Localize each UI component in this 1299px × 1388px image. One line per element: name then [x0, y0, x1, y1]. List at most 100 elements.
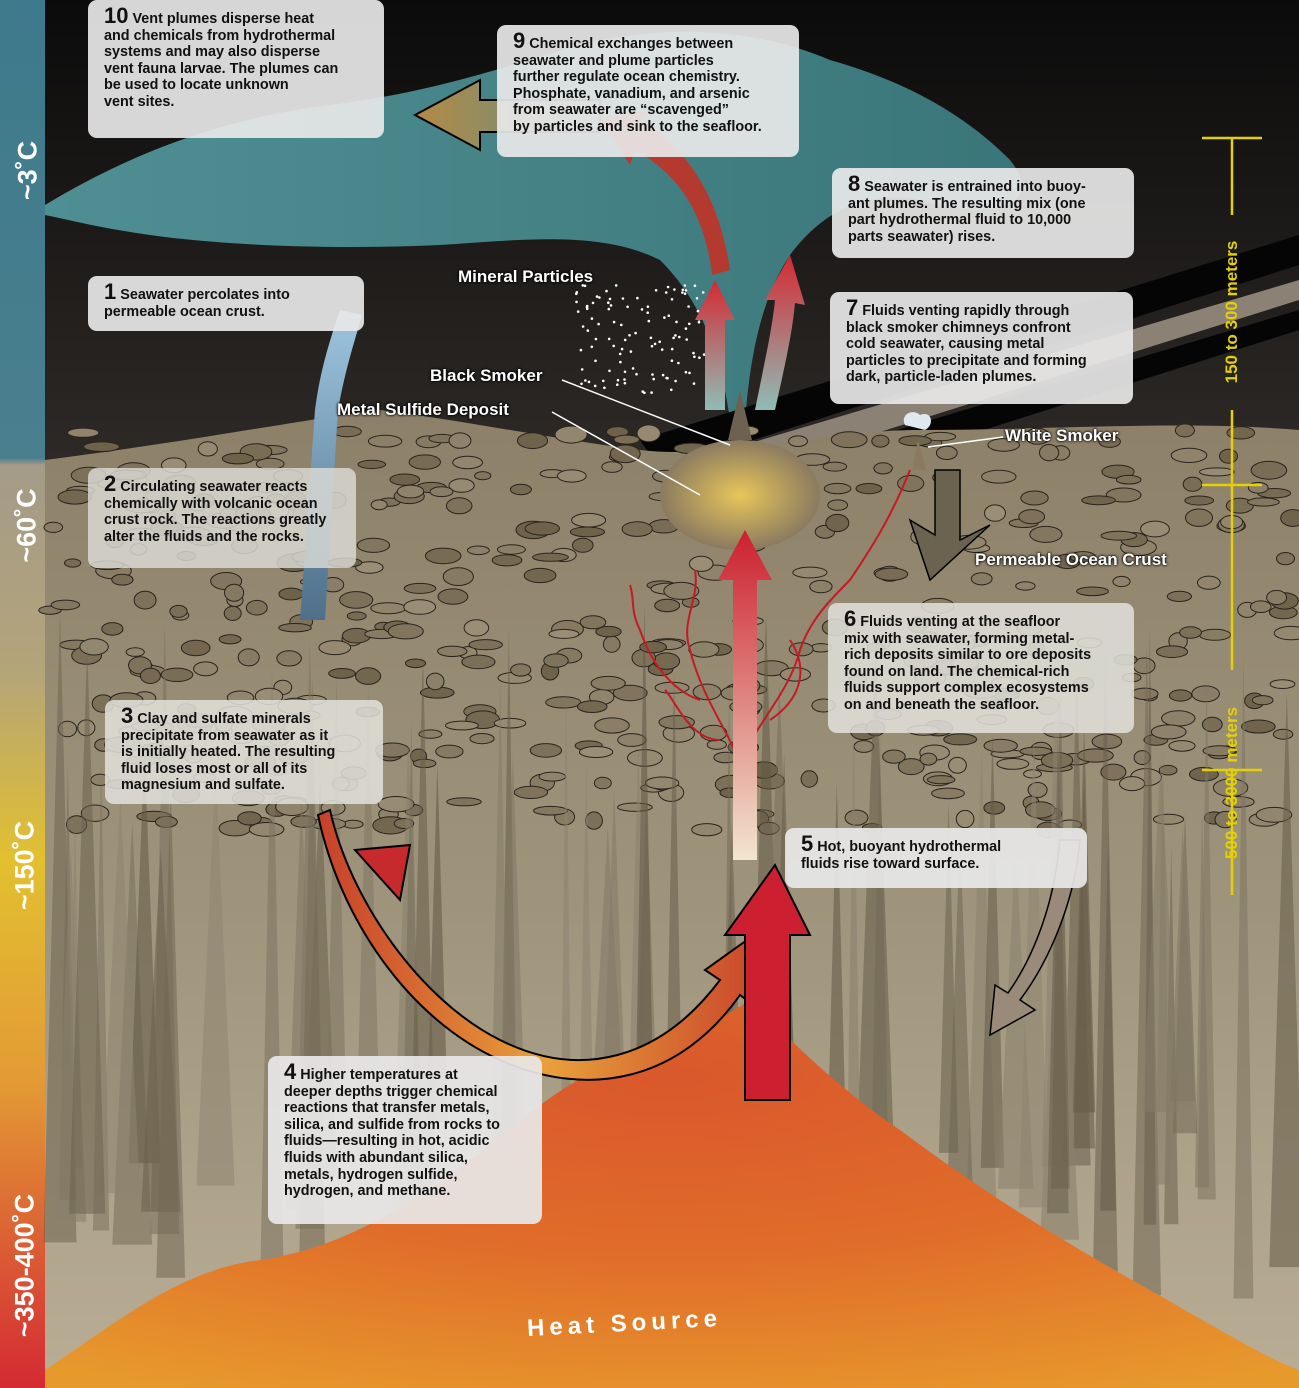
mineral-particle: [671, 359, 674, 362]
rock-fragment: [449, 433, 471, 448]
callout-5: 5Hot, buoyant hydrothermal fluids rise t…: [785, 828, 1087, 888]
rock-fragment: [1252, 696, 1273, 705]
rock-fragment: [1169, 690, 1191, 701]
rock-fragment: [194, 662, 218, 676]
rock-fragment: [1162, 711, 1195, 726]
rock-fragment: [409, 455, 440, 469]
rock-fragment: [1151, 725, 1186, 739]
rock-fragment: [371, 500, 387, 510]
mineral-particle: [694, 284, 697, 287]
rock-fragment: [1159, 765, 1177, 775]
depth-label-upper: 150 to 300 meters: [1222, 227, 1242, 397]
mineral-particle: [670, 389, 673, 392]
rock-fragment: [1281, 510, 1299, 527]
rock-fragment: [1180, 627, 1202, 638]
mineral-particle: [608, 338, 611, 341]
mineral-particle: [577, 310, 580, 313]
mineral-particle: [696, 297, 699, 300]
mineral-particle: [581, 368, 584, 371]
rock-fragment: [1028, 783, 1047, 798]
rock-fragment: [446, 498, 472, 514]
rock-fragment: [436, 745, 463, 758]
mineral-particle: [685, 371, 688, 374]
rock-fragment: [875, 568, 908, 580]
mineral-particle: [594, 385, 597, 388]
rock-fragment: [570, 527, 604, 537]
callout-text: Seawater is entrained into buoy- ant plu…: [848, 179, 1086, 245]
rock-fragment: [1267, 590, 1287, 604]
mineral-particle: [588, 381, 591, 384]
mineral-particle: [647, 305, 650, 308]
mineral-particle: [702, 291, 705, 294]
mineral-particle: [665, 377, 668, 380]
rock-fragment: [932, 788, 965, 799]
rock-fragment: [1277, 553, 1295, 565]
mineral-particle: [646, 311, 649, 314]
rock-fragment: [277, 651, 302, 666]
mineral-particle: [622, 297, 625, 300]
mineral-particle: [671, 348, 674, 351]
rock-fragment: [539, 772, 566, 781]
rock-fragment: [470, 734, 494, 744]
mineral-particle: [616, 383, 619, 386]
mineral-particle: [582, 325, 585, 328]
rock-fragment: [368, 435, 401, 447]
rock-fragment: [1185, 496, 1214, 505]
rock-fragment: [530, 744, 561, 758]
rock-fragment: [425, 548, 461, 564]
rock-fragment: [510, 484, 531, 494]
label-black-smoker: Black Smoker: [430, 366, 542, 386]
rock-fragment: [1131, 688, 1158, 699]
mineral-particle: [650, 391, 653, 394]
rock-fragment: [340, 592, 373, 609]
mineral-particle: [665, 291, 668, 294]
callout-number: 3: [121, 703, 133, 728]
rock-fragment: [573, 538, 594, 552]
mineral-particle: [672, 337, 675, 340]
label-mineral-particles: Mineral Particles: [458, 267, 593, 287]
rock-fragment: [854, 741, 874, 753]
rock-fragment: [51, 600, 80, 610]
rock-fragment: [198, 442, 217, 456]
rock-fragment: [357, 538, 389, 552]
mineral-particle: [651, 345, 654, 348]
mineral-particle: [626, 306, 629, 309]
rock-fragment: [333, 426, 361, 436]
mineral-particle: [624, 339, 627, 342]
rock-fragment: [956, 810, 974, 827]
rock-fragment: [1156, 646, 1187, 658]
mineral-particle: [685, 289, 688, 292]
rock-fragment: [390, 474, 420, 485]
rock-fragment: [102, 623, 123, 636]
rock-fragment: [557, 470, 586, 482]
rock-fragment: [1082, 496, 1116, 505]
rock-fragment: [1077, 587, 1109, 596]
callout-2: 2Circulating seawater reacts chemically …: [88, 468, 356, 568]
mineral-particle: [591, 346, 594, 349]
mineral-particle: [591, 317, 594, 320]
callout-text: Higher temperatures at deeper depths tri…: [284, 1067, 500, 1199]
rock-fragment: [614, 435, 640, 444]
mineral-particle: [617, 379, 620, 382]
depth-label-lower: 500 to 3000 meters: [1222, 688, 1242, 878]
rock-fragment: [443, 568, 473, 586]
rock-fragment: [1183, 477, 1202, 491]
rock-fragment: [810, 580, 832, 592]
rock-fragment: [469, 640, 502, 650]
rock-fragment: [525, 522, 559, 535]
rock-fragment: [984, 739, 1017, 752]
callout-text: Vent plumes disperse heat and chemicals …: [104, 11, 338, 110]
callout-text: Fluids venting rapidly through black smo…: [846, 303, 1087, 385]
rock-fragment: [464, 620, 489, 636]
rock-fragment: [793, 567, 827, 578]
rock-fragment: [134, 591, 156, 609]
rock-fragment: [44, 522, 63, 532]
mineral-particle: [630, 350, 633, 353]
mineral-particle: [698, 321, 701, 324]
rock-fragment: [985, 505, 1006, 521]
callout-number: 6: [844, 606, 856, 631]
mineral-particle: [608, 370, 611, 373]
rock-fragment: [170, 605, 187, 617]
mineral-particle: [575, 301, 578, 304]
mineral-particle: [608, 308, 611, 311]
